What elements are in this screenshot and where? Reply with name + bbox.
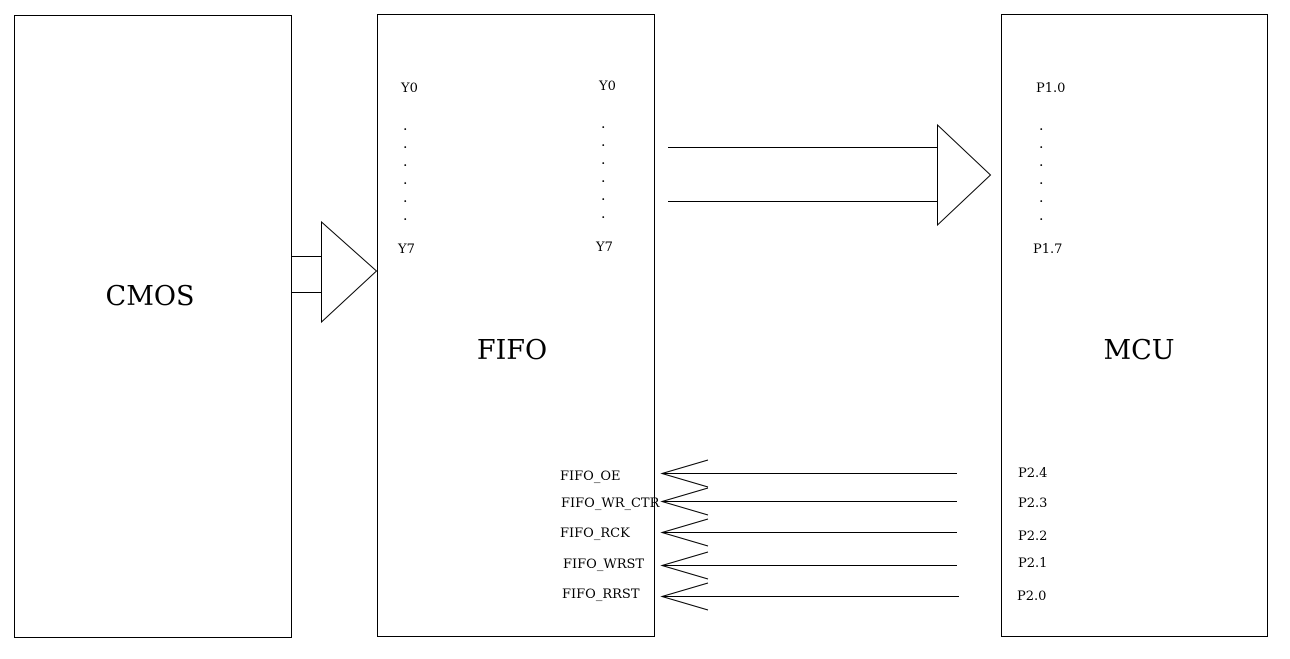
- mcu-p2-1-label: P2.1: [1018, 556, 1047, 571]
- fifo-label: FIFO: [477, 335, 547, 366]
- fifo-wr-ctr-label: FIFO_WR_CTR: [561, 496, 661, 511]
- fifo-out-ellipsis: . . . . . .: [601, 116, 605, 222]
- svg-text:.: .: [1039, 136, 1043, 152]
- mcu-p2-3-label: P2.3: [1018, 496, 1047, 511]
- cmos-label: CMOS: [106, 281, 195, 312]
- fifo-block: [377, 14, 655, 637]
- mcu-p1-ellipsis: . . . . . .: [1039, 118, 1043, 224]
- svg-text:.: .: [1039, 154, 1043, 170]
- fifo-oe-label: FIFO_OE: [560, 469, 620, 484]
- svg-text:.: .: [601, 116, 605, 132]
- control-line-oe: [660, 459, 957, 488]
- cmos-to-fifo-bus-arrow: [292, 220, 378, 324]
- mcu-p2-0-label: P2.0: [1017, 589, 1046, 604]
- svg-text:.: .: [1039, 208, 1043, 224]
- svg-text:.: .: [403, 154, 407, 170]
- svg-text:.: .: [1039, 118, 1043, 134]
- svg-text:.: .: [403, 172, 407, 188]
- fifo-rrst-label: FIFO_RRST: [562, 587, 640, 602]
- svg-text:.: .: [601, 152, 605, 168]
- svg-text:.: .: [1039, 190, 1043, 206]
- svg-text:.: .: [403, 208, 407, 224]
- svg-text:.: .: [1039, 172, 1043, 188]
- svg-text:.: .: [403, 118, 407, 134]
- mcu-p1-7-label: P1.7: [1033, 242, 1062, 257]
- mcu-p1-0-label: P1.0: [1036, 81, 1065, 96]
- fifo-rck-label: FIFO_RCK: [560, 526, 630, 541]
- cmos-block: [14, 15, 292, 638]
- fifo-to-mcu-bus-arrow: [668, 123, 992, 227]
- fifo-in-y7-label: Y7: [397, 242, 415, 257]
- control-line-rrst: [660, 582, 959, 611]
- svg-text:.: .: [403, 190, 407, 206]
- control-line-wr-ctr: [660, 487, 957, 516]
- mcu-label: MCU: [1103, 335, 1174, 366]
- svg-text:.: .: [601, 188, 605, 204]
- fifo-wrst-label: FIFO_WRST: [563, 557, 644, 572]
- control-line-wrst: [660, 551, 957, 580]
- fifo-out-y7-label: Y7: [595, 240, 613, 255]
- fifo-in-ellipsis: . . . . . .: [403, 118, 407, 224]
- svg-text:.: .: [403, 136, 407, 152]
- svg-text:.: .: [601, 206, 605, 222]
- fifo-out-y0-label: Y0: [598, 79, 616, 94]
- svg-text:.: .: [601, 134, 605, 150]
- svg-text:.: .: [601, 170, 605, 186]
- control-line-rck: [660, 518, 957, 547]
- mcu-p2-4-label: P2.4: [1018, 466, 1047, 481]
- mcu-p2-2-label: P2.2: [1018, 529, 1047, 544]
- mcu-block: [1001, 14, 1268, 637]
- fifo-in-y0-label: Y0: [400, 81, 418, 96]
